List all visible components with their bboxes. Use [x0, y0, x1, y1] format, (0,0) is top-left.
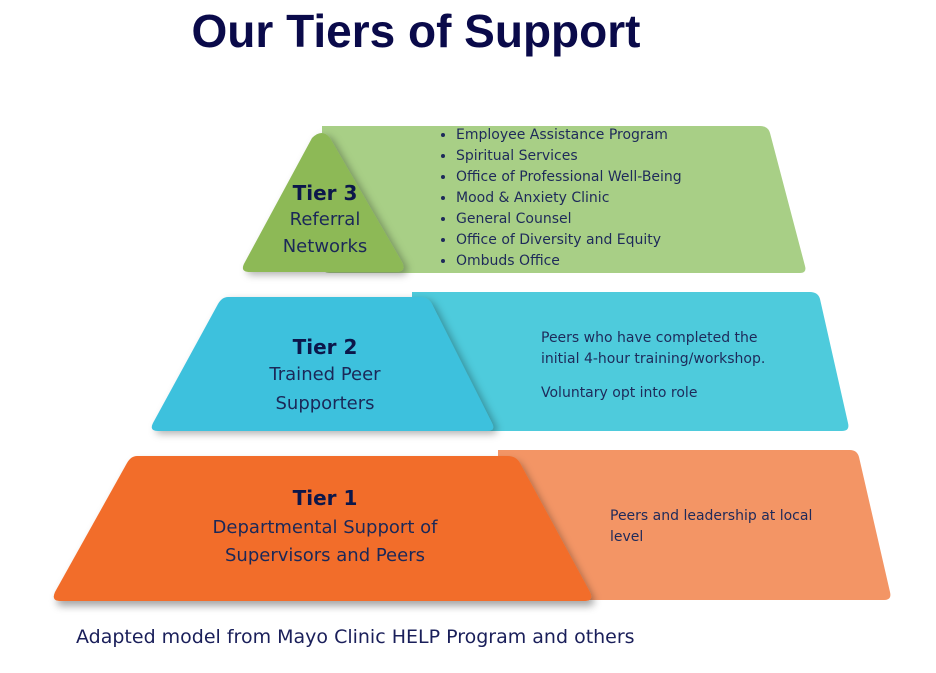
source-caption: Adapted model from Mayo Clinic HELP Prog… [76, 626, 635, 648]
page-title: Our Tiers of Support [191, 5, 641, 57]
list-item: Employee Assistance Program [456, 125, 682, 146]
tier2-description-line: Peers who have completed the [541, 330, 758, 346]
tier2-subtitle-line: Trained Peer [269, 364, 381, 385]
tier2-description: Peers who have completed the initial 4-h… [541, 328, 765, 404]
tier1-description-line: level [610, 529, 644, 545]
tier2-subtitle-line: Supporters [275, 393, 375, 414]
tier1-subtitle-line: Departmental Support of [212, 517, 438, 538]
tier2-description-line: initial 4-hour training/workshop. [541, 351, 766, 367]
tier1-description-panel [498, 450, 891, 600]
tier3-subtitle-line: Referral [289, 209, 361, 230]
tier1-subtitle-line: Supervisors and Peers [224, 545, 425, 566]
tier3-name: Tier 3 [292, 181, 358, 205]
tier3-resource-list: Employee Assistance Program Spiritual Se… [438, 125, 682, 272]
tier3-description-panel [322, 126, 806, 273]
tier2-trapezoid [151, 297, 494, 431]
tier3-label: Tier 3 Referral Networks [245, 180, 405, 260]
tier3-triangle [242, 133, 404, 272]
tier1-description: Peers and leadership at local level [610, 506, 812, 548]
tier2-description-panel [412, 292, 849, 431]
list-item: Mood & Anxiety Clinic [456, 188, 682, 209]
list-item: Office of Diversity and Equity [456, 230, 682, 251]
tier3-subtitle-line: Networks [282, 236, 368, 257]
tier1-label: Tier 1 Departmental Support of Superviso… [150, 485, 500, 570]
tier1-description-line: Peers and leadership at local [610, 508, 813, 524]
list-item: General Counsel [456, 209, 682, 230]
tier2-description-extra: Voluntary opt into role [541, 385, 698, 401]
list-item: Ombuds Office [456, 251, 682, 272]
list-item: Office of Professional Well-Being [456, 167, 682, 188]
list-item: Spiritual Services [456, 146, 682, 167]
tier2-label: Tier 2 Trained Peer Supporters [225, 334, 425, 418]
tier2-name: Tier 2 [292, 335, 358, 359]
tier1-name: Tier 1 [292, 486, 358, 510]
tier1-trapezoid [53, 456, 592, 601]
